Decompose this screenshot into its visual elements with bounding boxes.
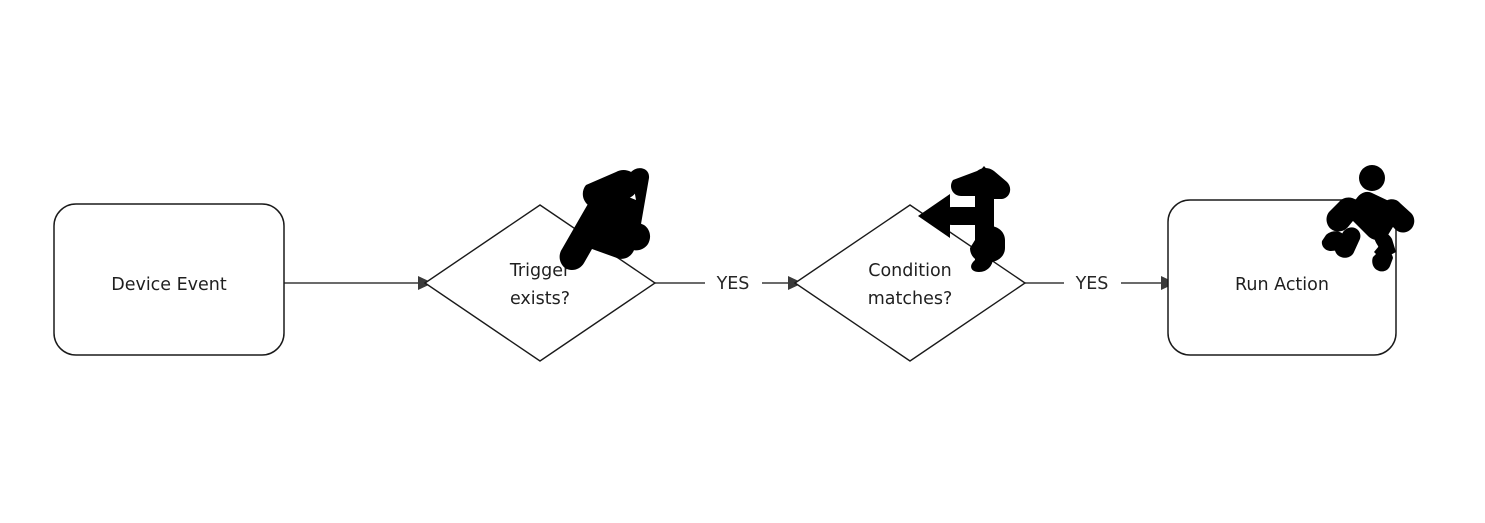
- run-action-label: Run Action: [1235, 275, 1329, 295]
- edge-condition-to-action: YES: [1025, 274, 1176, 294]
- running-person-lower-leg: [1372, 249, 1393, 272]
- edge-label-yes-1: YES: [716, 274, 750, 294]
- branch-arrow-icon: [918, 166, 1011, 272]
- running-person-icon: [1321, 165, 1415, 272]
- trigger-exists-label-line-1: Trigger: [509, 261, 571, 281]
- branch-arrow-up-head: [960, 166, 1008, 194]
- edge-label-yes-2: YES: [1075, 274, 1109, 294]
- edge-trigger-to-condition: YES: [655, 274, 803, 294]
- trigger-exists-label-line-2: exists?: [510, 289, 570, 309]
- branch-arrow-hook: [970, 226, 1005, 262]
- lightning-bolt-lower-bar: [593, 210, 651, 251]
- running-person-rear-foot: [1321, 231, 1347, 251]
- lightning-bolt-upper-bar: [582, 169, 639, 212]
- branch-arrow-junction: [975, 207, 994, 232]
- lightning-bolt-icon: [559, 168, 651, 271]
- device-event-shape[interactable]: [53, 203, 285, 356]
- edge-device-to-trigger: [284, 276, 433, 290]
- running-person-head: [1359, 165, 1385, 191]
- running-person-rear-thigh: [1334, 227, 1361, 258]
- running-person-front-arm: [1380, 199, 1415, 233]
- branch-arrow-left-head: [918, 194, 950, 238]
- condition-matches-label-line-1: Condition: [868, 261, 952, 281]
- condition-matches-label-line-2: matches?: [868, 289, 953, 309]
- device-event-label: Device Event: [111, 275, 227, 295]
- running-person-rear-arm: [1326, 197, 1360, 232]
- node-device-event[interactable]: Device Event: [53, 203, 285, 356]
